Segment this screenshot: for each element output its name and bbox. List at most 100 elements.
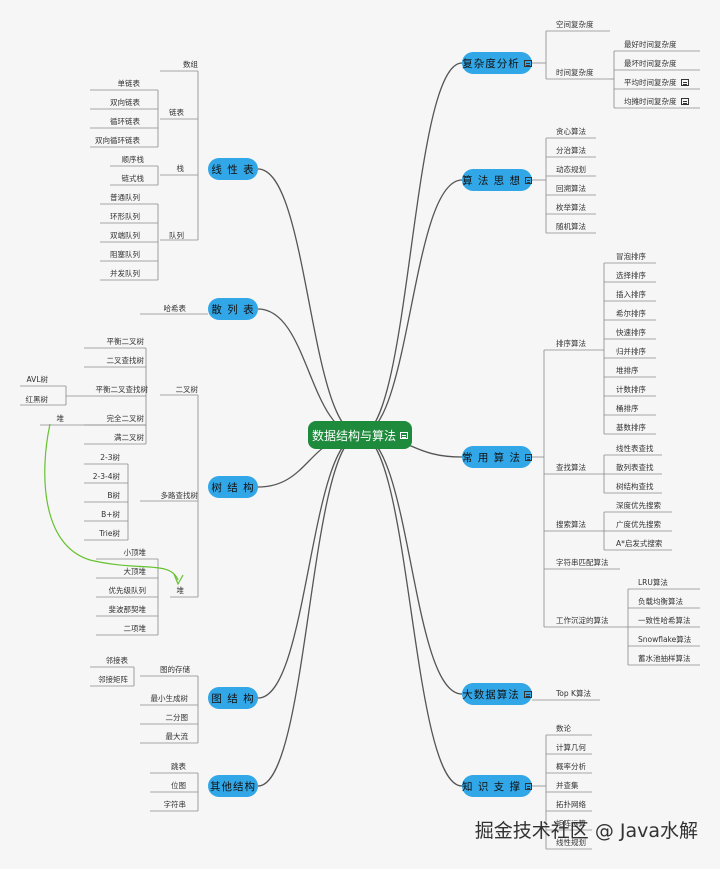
- leaf-single-list[interactable]: 单链表: [80, 77, 141, 90]
- leaf-geometry[interactable]: 计算几何: [556, 741, 596, 754]
- leaf-consistent-hash[interactable]: 一致性哈希算法: [638, 614, 698, 627]
- leaf-find-linear[interactable]: 线性表查找: [616, 442, 676, 455]
- leaf-circular-list[interactable]: 循环链表: [80, 115, 140, 128]
- leaf-best-time[interactable]: 最好时间复杂度: [624, 38, 690, 51]
- leaf-space-complexity[interactable]: 空间复杂度: [556, 18, 612, 31]
- leaf-queue-deque[interactable]: 双端队列: [80, 229, 140, 242]
- leaf-selection[interactable]: 选择排序: [616, 269, 660, 282]
- leaf-graph-storage[interactable]: 图的存储: [146, 663, 190, 676]
- leaf-linear-prog[interactable]: 线性规划: [556, 836, 596, 849]
- leaf-astar[interactable]: A*启发式搜索: [616, 537, 686, 550]
- leaf-queue-concurrent[interactable]: 并发队列: [80, 267, 140, 280]
- leaf-skiplist[interactable]: 跳表: [150, 760, 186, 773]
- branch-ideas[interactable]: 算 法 思 想: [462, 169, 532, 191]
- leaf-search[interactable]: 搜索算法: [556, 518, 596, 531]
- leaf-link-stack[interactable]: 链式栈: [80, 172, 145, 185]
- branch-bigdata[interactable]: 大数据算法: [462, 683, 532, 705]
- branch-common[interactable]: 常 用 算 法: [462, 446, 532, 468]
- leaf-maxflow[interactable]: 最大流: [140, 730, 189, 743]
- leaf-234-tree[interactable]: 2-3-4树: [80, 470, 120, 483]
- leaf-binary-tree[interactable]: 二叉树: [160, 383, 199, 396]
- leaf-queue[interactable]: 队列: [150, 229, 184, 242]
- leaf-fib-heap[interactable]: 斐波那契堆: [96, 603, 147, 616]
- leaf-string[interactable]: 字符串: [150, 798, 187, 811]
- leaf-find-hash[interactable]: 散列表查找: [616, 461, 676, 474]
- leaf-queue-blocking[interactable]: 阻塞队列: [80, 248, 140, 261]
- leaf-balanced-bst[interactable]: 平衡二叉查找树: [70, 383, 149, 396]
- root-node[interactable]: 数据结构与算法: [308, 421, 412, 449]
- leaf-dfs[interactable]: 深度优先搜索: [616, 499, 686, 512]
- leaf-bipartite[interactable]: 二分图: [140, 711, 189, 724]
- leaf-max-heap[interactable]: 大顶堆: [96, 565, 147, 578]
- leaf-topk[interactable]: Top K算法: [556, 687, 606, 700]
- leaf-number-theory[interactable]: 数论: [556, 722, 596, 735]
- leaf-balanced-bt[interactable]: 平衡二叉树: [80, 335, 145, 348]
- leaf-avg-time[interactable]: 平均时间复杂度: [624, 76, 694, 89]
- leaf-array[interactable]: 数组: [140, 58, 198, 71]
- leaf-union-find[interactable]: 并查集: [556, 779, 596, 792]
- leaf-topology[interactable]: 拓扑网络: [556, 798, 596, 811]
- leaf-find-tree[interactable]: 树结构查找: [616, 480, 676, 493]
- leaf-heapsort[interactable]: 堆排序: [616, 364, 660, 377]
- leaf-adj-list[interactable]: 邻接表: [80, 654, 129, 667]
- leaf-priority-queue[interactable]: 优先级队列: [96, 584, 147, 597]
- leaf-hashtable[interactable]: 哈希表: [140, 302, 187, 315]
- leaf-find[interactable]: 查找算法: [556, 461, 596, 474]
- leaf-seq-stack[interactable]: 顺序栈: [80, 153, 145, 166]
- leaf-binomial-heap[interactable]: 二项堆: [96, 622, 147, 635]
- leaf-worst-time[interactable]: 最坏时间复杂度: [624, 57, 690, 70]
- branch-other[interactable]: 其他结构: [208, 775, 258, 797]
- leaf-complete-bt[interactable]: 完全二叉树: [80, 412, 145, 425]
- leaf-linked-list[interactable]: 链表: [140, 106, 184, 119]
- leaf-string-match[interactable]: 字符串匹配算法: [556, 556, 616, 569]
- leaf-bplus-tree[interactable]: B+树: [80, 508, 120, 521]
- leaf-enum[interactable]: 枚举算法: [556, 201, 606, 214]
- leaf-double-list[interactable]: 双向链表: [80, 96, 140, 109]
- branch-hash[interactable]: 散 列 表: [208, 298, 258, 320]
- leaf-full-bt[interactable]: 满二叉树: [80, 431, 144, 444]
- leaf-radix[interactable]: 基数排序: [616, 421, 660, 434]
- leaf-work-algos[interactable]: 工作沉淀的算法: [556, 614, 616, 627]
- leaf-backtrack[interactable]: 回溯算法: [556, 182, 606, 195]
- leaf-adj-matrix[interactable]: 邻接矩阵: [80, 673, 128, 686]
- leaf-load-balance[interactable]: 负载均衡算法: [638, 595, 694, 608]
- branch-complexity[interactable]: 复杂度分析: [462, 52, 532, 74]
- leaf-bfs[interactable]: 广度优先搜索: [616, 518, 686, 531]
- leaf-bitmap[interactable]: 位图: [150, 779, 186, 792]
- branch-graph[interactable]: 图 结 构: [208, 687, 258, 709]
- leaf-random[interactable]: 随机算法: [556, 220, 606, 233]
- leaf-time-complexity[interactable]: 时间复杂度: [556, 66, 612, 79]
- leaf-rbtree[interactable]: 红黑树: [18, 393, 49, 406]
- leaf-bubble[interactable]: 冒泡排序: [616, 250, 660, 263]
- leaf-reservoir[interactable]: 蓄水池抽样算法: [638, 652, 704, 665]
- leaf-quick[interactable]: 快速排序: [616, 326, 660, 339]
- leaf-dp[interactable]: 动态规划: [556, 163, 606, 176]
- leaf-probability[interactable]: 概率分析: [556, 760, 596, 773]
- leaf-merge[interactable]: 归并排序: [616, 345, 660, 358]
- leaf-avl[interactable]: AVL树: [18, 373, 48, 386]
- leaf-b-tree[interactable]: B树: [80, 489, 120, 502]
- branch-linear[interactable]: 线 性 表: [208, 158, 258, 180]
- leaf-matrix[interactable]: 矩阵运算: [556, 817, 596, 830]
- leaf-heap[interactable]: 堆: [168, 584, 185, 597]
- leaf-queue-normal[interactable]: 普通队列: [80, 191, 140, 204]
- leaf-multiway-tree[interactable]: 多路查找树: [138, 489, 199, 502]
- leaf-queue-ring[interactable]: 环形队列: [80, 210, 140, 223]
- branch-tree[interactable]: 树 结 构: [208, 476, 258, 498]
- leaf-shell[interactable]: 希尔排序: [616, 307, 660, 320]
- leaf-dcircular-list[interactable]: 双向循环链表: [70, 134, 140, 147]
- leaf-counting[interactable]: 计数排序: [616, 383, 660, 396]
- leaf-stack[interactable]: 栈: [150, 162, 185, 175]
- leaf-bucket[interactable]: 桶排序: [616, 402, 660, 415]
- leaf-insertion[interactable]: 插入排序: [616, 288, 660, 301]
- leaf-sort[interactable]: 排序算法: [556, 337, 596, 350]
- leaf-bst[interactable]: 二叉查找树: [80, 354, 145, 367]
- leaf-divide[interactable]: 分治算法: [556, 144, 606, 157]
- leaf-heap-ref[interactable]: 堆: [44, 412, 65, 425]
- leaf-23-tree[interactable]: 2-3树: [80, 451, 120, 464]
- leaf-amortized-time[interactable]: 均摊时间复杂度: [624, 95, 694, 108]
- leaf-min-heap[interactable]: 小顶堆: [96, 546, 147, 559]
- leaf-greedy[interactable]: 贪心算法: [556, 125, 606, 138]
- leaf-mst[interactable]: 最小生成树: [140, 692, 189, 705]
- leaf-snowflake[interactable]: Snowflake算法: [638, 633, 698, 646]
